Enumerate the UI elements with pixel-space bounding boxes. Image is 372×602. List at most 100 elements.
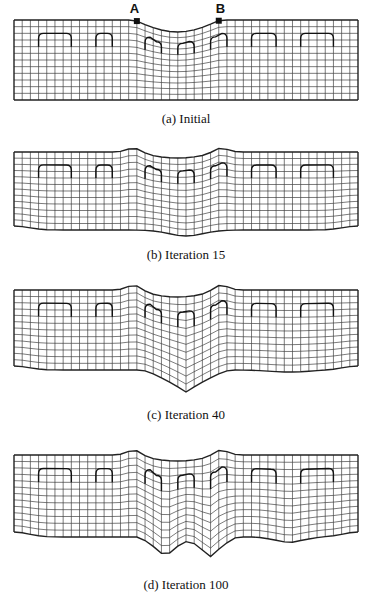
mesh-line [317, 290, 318, 371]
mesh-line [251, 290, 252, 370]
mesh-line [136, 286, 137, 370]
embedded-feature [211, 33, 227, 49]
mesh-line [202, 155, 203, 233]
mesh-line [22, 290, 23, 367]
mesh-line [251, 455, 252, 537]
mesh-line [30, 20, 31, 100]
mesh-line [276, 290, 277, 372]
mesh-line [71, 20, 72, 100]
panel-caption: (d) Iteration 100 [143, 578, 228, 591]
panel-caption: (b) Iteration 15 [147, 248, 226, 261]
mesh-line [169, 461, 170, 553]
mesh-line [14, 20, 358, 32]
mesh-line [79, 152, 80, 230]
mesh-line [194, 157, 195, 235]
embedded-feature [301, 303, 334, 317]
mesh-line [87, 290, 88, 370]
mesh-line [194, 296, 195, 387]
mesh-line [112, 152, 113, 230]
mesh-line [284, 152, 285, 230]
mesh-line [259, 20, 260, 100]
mesh-line [145, 25, 146, 100]
mesh-line [177, 461, 178, 546]
mesh-line [145, 153, 146, 230]
mesh-line [267, 20, 268, 100]
mesh-line [325, 152, 326, 230]
mesh-line [276, 152, 277, 230]
mesh-line [13, 455, 14, 532]
mesh-line [95, 20, 96, 100]
embedded-feature [178, 311, 194, 327]
mesh-line [357, 290, 358, 366]
mesh-line [161, 30, 162, 100]
mesh-line [251, 152, 252, 230]
embedded-feature [252, 303, 277, 317]
mesh-line [259, 290, 260, 371]
mesh-line [13, 290, 14, 366]
mesh-line [251, 20, 252, 100]
mesh-line [186, 461, 187, 542]
mesh-line [120, 151, 121, 230]
mesh-line [308, 455, 309, 539]
point-label: A [130, 2, 139, 15]
mesh-line [276, 20, 277, 100]
point-marker [134, 18, 140, 24]
mesh-line [357, 152, 358, 226]
mesh-line [308, 20, 309, 100]
mesh-line [128, 451, 129, 537]
embedded-feature [39, 303, 72, 316]
mesh-line [161, 460, 162, 553]
mesh-line [177, 32, 178, 100]
mesh-line [259, 152, 260, 230]
point-marker [216, 18, 222, 24]
embedded-feature [145, 304, 161, 323]
mesh-line [87, 152, 88, 230]
embedded-feature [96, 469, 112, 483]
mesh-panel [14, 286, 358, 392]
mesh-line [186, 158, 187, 236]
mesh-line [54, 152, 55, 230]
mesh-line [243, 152, 244, 230]
mesh-line [38, 455, 39, 536]
mesh-line [14, 286, 358, 297]
mesh-line [169, 297, 170, 382]
mesh-line [325, 455, 326, 537]
mesh-line [243, 455, 244, 537]
mesh-line [218, 21, 219, 100]
mesh-line [357, 20, 358, 100]
mesh-panel [14, 18, 358, 100]
mesh-line [202, 27, 203, 100]
mesh-line [357, 455, 358, 532]
mesh-line [46, 20, 47, 100]
mesh-line [54, 290, 55, 370]
mesh-line [104, 152, 105, 230]
mesh-line [235, 20, 236, 100]
mesh-line [120, 20, 121, 100]
mesh-line [210, 455, 211, 556]
embedded-feature [178, 170, 194, 184]
mesh-line [333, 455, 334, 536]
embedded-feature [301, 33, 334, 46]
mesh-line [317, 455, 318, 538]
mesh-line [104, 455, 105, 537]
mesh-line [333, 152, 334, 229]
mesh-line [95, 455, 96, 537]
mesh-line [194, 30, 195, 100]
embedded-feature [301, 468, 334, 483]
mesh-line [333, 290, 334, 369]
mesh-line [71, 455, 72, 537]
mesh-line [136, 149, 137, 230]
mesh-line [46, 455, 47, 537]
mesh-line [235, 151, 236, 230]
mesh-line [63, 290, 64, 370]
panel-caption: (a) Initial [162, 112, 211, 125]
mesh-line [284, 455, 285, 542]
mesh-panel [14, 148, 358, 236]
mesh-line [259, 455, 260, 537]
mesh-line [79, 20, 80, 100]
embedded-feature [252, 165, 277, 178]
embedded-feature [145, 166, 161, 182]
mesh-line [63, 20, 64, 100]
mesh-line [341, 152, 342, 228]
